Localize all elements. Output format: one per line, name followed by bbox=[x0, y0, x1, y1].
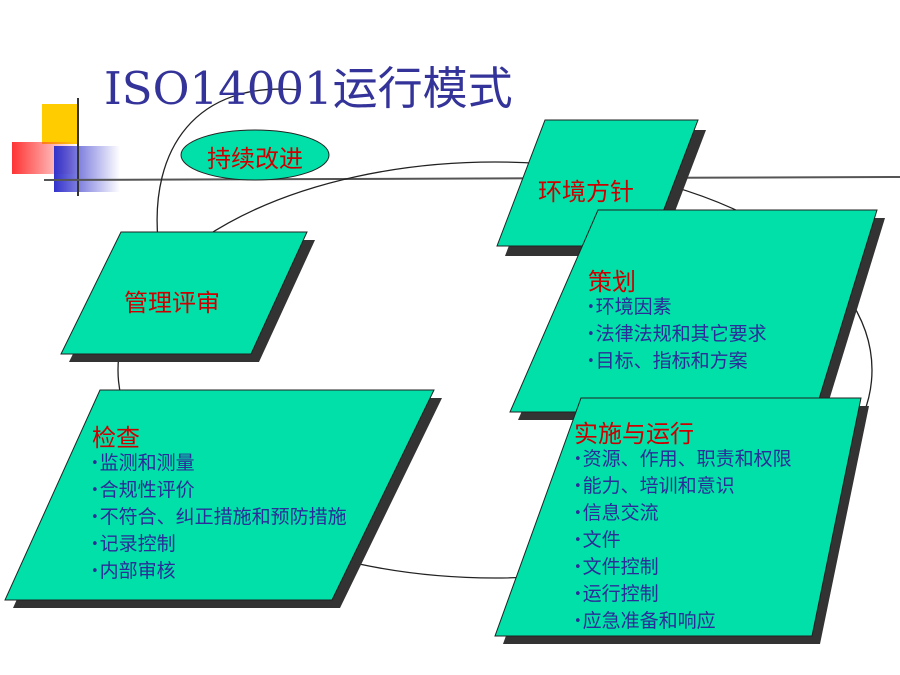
decor-squares bbox=[12, 98, 900, 196]
checking-item: 记录控制 bbox=[91, 531, 347, 558]
continuous-improvement-label: 持续改进 bbox=[207, 144, 303, 173]
implementation-item: 能力、培训和意识 bbox=[574, 473, 792, 500]
cycle-ellipse bbox=[117, 161, 873, 579]
implementation-item: 资源、作用、职责和权限 bbox=[574, 446, 792, 473]
implementation-item: 运行控制 bbox=[574, 581, 792, 608]
planning-box-title: 策划 bbox=[588, 268, 636, 296]
policy-box-title: 环境方针 bbox=[538, 178, 634, 206]
implementation-item: 文件控制 bbox=[574, 554, 792, 581]
continuous-improvement-oval bbox=[180, 129, 330, 181]
implementation-item: 文件 bbox=[574, 527, 792, 554]
planning-item-list: 环境因素 法律法规和其它要求 目标、指标和方案 bbox=[587, 294, 767, 375]
implementation-box-title: 实施与运行 bbox=[574, 420, 694, 448]
checking-item: 合规性评价 bbox=[91, 477, 347, 504]
decor-yellow-square bbox=[42, 104, 78, 144]
checking-box-title: 检查 bbox=[92, 424, 140, 452]
checking-item-list: 监测和测量 合规性评价 不符合、纠正措施和预防措施 记录控制 内部审核 bbox=[91, 450, 347, 585]
implementation-item: 信息交流 bbox=[574, 500, 792, 527]
decor-blue-square bbox=[54, 146, 120, 192]
implementation-item-list: 资源、作用、职责和权限 能力、培训和意识 信息交流 文件 文件控制 运行控制 应… bbox=[574, 446, 792, 635]
planning-item: 法律法规和其它要求 bbox=[587, 321, 767, 348]
checking-item: 内部审核 bbox=[91, 558, 347, 585]
planning-item: 目标、指标和方案 bbox=[587, 348, 767, 375]
page-title: ISO14001运行模式 bbox=[104, 62, 513, 115]
review-box bbox=[60, 231, 308, 355]
checking-item: 监测和测量 bbox=[91, 450, 347, 477]
review-box-title: 管理评审 bbox=[124, 289, 220, 317]
planning-item: 环境因素 bbox=[587, 294, 767, 321]
implementation-item: 应急准备和响应 bbox=[574, 608, 792, 635]
decor-horizontal-line bbox=[43, 176, 900, 181]
checking-item: 不符合、纠正措施和预防措施 bbox=[91, 504, 347, 531]
improvement-arc bbox=[156, 88, 301, 241]
